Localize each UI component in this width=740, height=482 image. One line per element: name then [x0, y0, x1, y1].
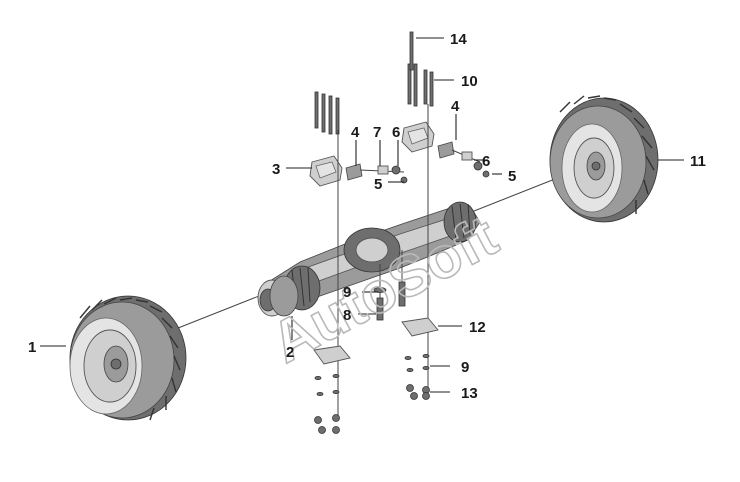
axle-housing: [261, 201, 481, 311]
callout-2: 2: [286, 344, 294, 361]
right-support-bracket: [401, 31, 435, 153]
right-plate-and-nuts: [401, 317, 439, 400]
right-wheel: [549, 95, 659, 223]
callout-9-center: 9: [343, 284, 351, 301]
callout-7: 7: [373, 124, 381, 141]
left-link-assembly: [345, 163, 408, 184]
callout-4-right: 4: [451, 98, 460, 115]
callout-4-left: 4: [351, 124, 360, 141]
callout-5-right: 5: [508, 168, 516, 185]
leader-lines: [40, 37, 684, 393]
callout-6-left: 6: [392, 124, 400, 141]
callout-12: 12: [469, 319, 486, 336]
left-support-bracket: [309, 91, 343, 187]
right-link-assembly: [437, 141, 490, 178]
callout-6-right: 6: [482, 153, 490, 170]
callout-3: 3: [272, 161, 280, 178]
callout-14: 14: [450, 31, 467, 48]
callout-10: 10: [461, 73, 478, 90]
callout-9-right: 9: [461, 359, 469, 376]
left-hub: [257, 275, 299, 317]
center-bolts: [373, 281, 406, 321]
callout-8: 8: [343, 307, 351, 324]
left-plate-and-nuts: [313, 345, 351, 434]
left-wheel: [69, 295, 187, 421]
callout-1: 1: [28, 339, 36, 356]
callout-11: 11: [690, 153, 706, 170]
callout-13: 13: [461, 385, 478, 402]
callout-5-left: 5: [374, 176, 382, 193]
